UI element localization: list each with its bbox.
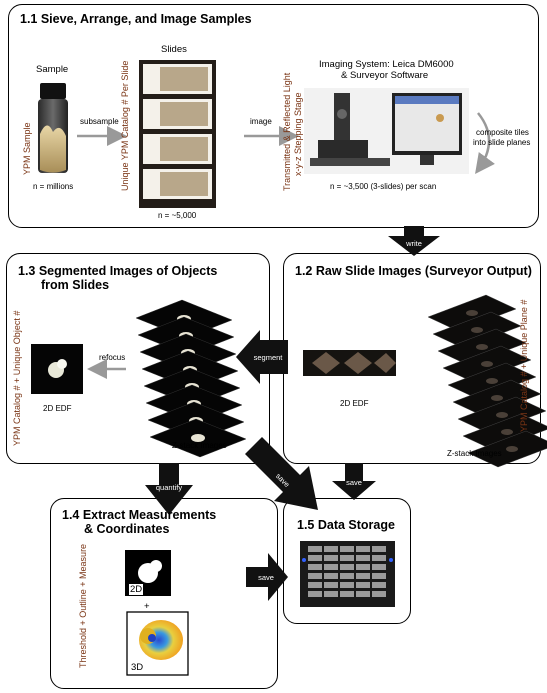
raw-zstack-image <box>427 294 547 468</box>
imaging-system-line1: Imaging System: Leica DM6000 <box>319 59 454 70</box>
composite-tiles-arrow <box>475 112 495 175</box>
raw-zstack-object <box>486 378 498 384</box>
segmented-zstack-object <box>191 434 205 442</box>
storage-drive-slot <box>356 591 370 597</box>
save-diagonal-arrow: save <box>245 437 318 510</box>
segmented-edf-image <box>31 344 83 394</box>
measure-vertical-label: Threshold + Outline + Measure <box>78 543 88 668</box>
storage-drive-slot <box>324 555 338 561</box>
storage-drive-slot <box>308 564 322 570</box>
storage-drive-slot <box>308 555 322 561</box>
sample-count: n = millions <box>33 182 74 191</box>
storage-drive-slot <box>308 591 322 597</box>
stage-label-line2: x-y-z Stepping Stage <box>293 92 303 176</box>
storage-drive-slot <box>356 555 370 561</box>
panel-1-2-title: 1.2 Raw Slide Images (Surveyor Output) <box>295 264 532 278</box>
panel-1-5-title: 1.5 Data Storage <box>297 518 395 532</box>
storage-led <box>302 558 306 562</box>
storage-drive-slot <box>324 573 338 579</box>
raw-edf-label: 2D EDF <box>340 399 369 408</box>
storage-drive-slot <box>340 564 354 570</box>
storage-drive-slot <box>340 555 354 561</box>
sample-vial-image <box>38 83 68 173</box>
storage-drive-slot <box>308 546 322 552</box>
segmented-vertical-label: YPM Catalog # + Unique Object # <box>12 310 22 446</box>
raw-zstack-object <box>491 395 503 401</box>
write-arrow-label: write <box>405 239 422 248</box>
storage-drive-slot <box>372 564 386 570</box>
storage-drive-slot <box>324 546 338 552</box>
refocus-label: refocus <box>99 353 126 362</box>
data-storage-image <box>300 541 395 607</box>
storage-drive-slot <box>340 573 354 579</box>
plus-sign: + <box>144 601 150 612</box>
save-right-arrow-label: save <box>258 573 274 582</box>
save-down-arrow-label: save <box>346 478 362 487</box>
raw-zstack-object <box>466 310 478 316</box>
panel-1-3-title-line1: 1.3 Segmented Images of Objects <box>18 264 218 278</box>
save-down-arrow: save <box>332 463 376 500</box>
storage-drive-slot <box>340 591 354 597</box>
segmented-edf-label: 2D EDF <box>43 404 72 413</box>
raw-zstack-object <box>471 327 483 333</box>
raw-edf-image <box>303 350 396 376</box>
raw-zstack-object <box>496 412 508 418</box>
raw-zstack-object <box>476 344 488 350</box>
sample-label: Sample <box>36 64 69 75</box>
raw-zstack-object <box>501 429 513 435</box>
storage-drive-slot <box>324 564 338 570</box>
imaging-system-image <box>304 88 469 174</box>
scan-count: n = ~3,500 (3-slides) per scan <box>330 182 437 191</box>
slides-image <box>139 60 216 208</box>
segment-arrow-label: segment <box>254 353 284 362</box>
slides-label: Slides <box>161 44 187 55</box>
storage-drive-slot <box>372 573 386 579</box>
panel-1-3-title-line2: from Slides <box>41 278 110 292</box>
save-right-arrow: save <box>246 553 288 601</box>
storage-drive-slot <box>308 582 322 588</box>
segmented-zstack-label: Z-stack Images <box>172 441 227 450</box>
slides-count: n = ~5,000 <box>158 211 197 220</box>
label-2d: 2D <box>129 584 144 595</box>
quantify-arrow-label: quantify <box>156 483 183 492</box>
label-3d: 3D <box>131 662 144 673</box>
write-arrow: write <box>388 226 440 256</box>
raw-zstack-label: Z-stack Images <box>447 449 502 458</box>
storage-drive-slot <box>308 573 322 579</box>
storage-drive-slot <box>372 555 386 561</box>
image-label: image <box>250 117 272 126</box>
subsample-label: subsample <box>80 117 119 126</box>
storage-drive-slot <box>372 582 386 588</box>
storage-drive-slot <box>372 546 386 552</box>
raw-zstack-object <box>506 446 518 452</box>
storage-drive-slot <box>340 582 354 588</box>
storage-drive-slot <box>372 591 386 597</box>
vial-label: YPM Sample <box>22 122 32 175</box>
panel-1-4-title-line1: 1.4 Extract Measurements <box>62 508 217 522</box>
storage-drive-slot <box>340 546 354 552</box>
imaging-system-line2: & Surveyor Software <box>341 70 429 81</box>
panel-1-4-title-line2: & Coordinates <box>84 522 170 536</box>
storage-drive-slot <box>356 564 370 570</box>
quantify-arrow: quantify <box>145 463 193 515</box>
storage-drive-slot <box>324 591 338 597</box>
raw-zstack-object <box>481 361 493 367</box>
stage-label-line1: Transmitted & Reflected Light <box>282 72 292 191</box>
model-3d-image <box>126 611 189 676</box>
storage-drive-slot <box>324 582 338 588</box>
raw-vertical-label: YPM Catalog # + Unique Plane # <box>519 299 529 432</box>
composite-label-line2: into slide planes <box>473 138 531 147</box>
segment-arrow: segment <box>236 330 288 384</box>
panel-1-1-title: 1.1 Sieve, Arrange, and Image Samples <box>20 12 252 26</box>
composite-label-line1: composite tiles <box>476 128 529 137</box>
slides-vertical-label: Unique YPM Catalog # Per Slide <box>120 60 130 191</box>
storage-led <box>389 558 393 562</box>
storage-drive-slot <box>356 573 370 579</box>
storage-drive-slot <box>356 582 370 588</box>
segmented-zstack-image <box>135 299 247 458</box>
storage-drive-slot <box>356 546 370 552</box>
